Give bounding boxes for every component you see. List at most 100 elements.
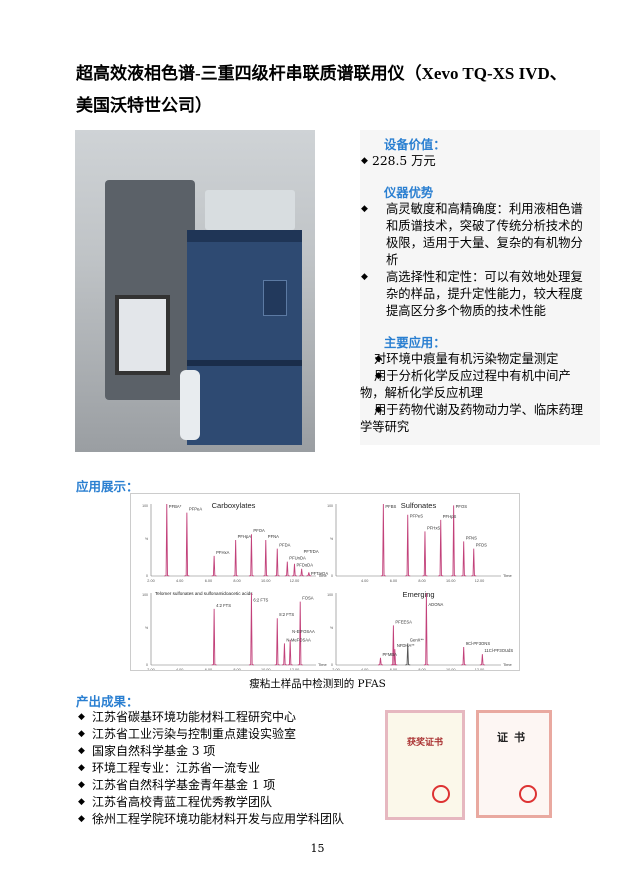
chromatogram-peak bbox=[392, 649, 398, 666]
x-tick-label: 10.00 bbox=[261, 668, 271, 671]
x-tick-label: 6.00 bbox=[205, 579, 212, 583]
chart-caption: 瘦粘土样品中检测到的 PFAS bbox=[249, 678, 386, 690]
peak-label: PFDS bbox=[476, 543, 487, 548]
peak-label: PFPeA bbox=[189, 507, 202, 512]
x-tick-label: 12.00 bbox=[290, 668, 300, 671]
instrument-photo bbox=[75, 130, 315, 452]
x-tick-label: 8.00 bbox=[233, 579, 240, 583]
chromatogram-peak bbox=[423, 592, 430, 666]
peak-label: GenX** bbox=[410, 637, 424, 642]
certificate-title: 获奖证书 bbox=[406, 738, 443, 748]
y-axis-label: % bbox=[145, 537, 148, 541]
x-tick-label: 4.00 bbox=[176, 668, 183, 671]
chromatogram-peak bbox=[287, 639, 293, 666]
info-box: 设备价值： 228.5 万元 仪器优势 高灵敏度和高精确度：利用液相色谱和质谱技… bbox=[360, 130, 600, 445]
chromatogram-peak bbox=[274, 618, 280, 666]
peak-label: PFHpA bbox=[238, 534, 252, 539]
peak-label: PFNS bbox=[466, 535, 477, 540]
peak-label: PFTrDA bbox=[304, 549, 319, 554]
peak-label: N-MeFOSAA bbox=[286, 637, 311, 642]
peak-label: 6:2 FTS bbox=[253, 598, 268, 603]
advantage-item: 高灵敏度和高精确度：利用液相色谱和质谱技术，突破了传统分析技术的极限，适用于大量… bbox=[360, 201, 590, 269]
peak-label: PFDA bbox=[279, 543, 290, 548]
x-tick-label: 2.00 bbox=[332, 668, 339, 671]
applications-heading: 主要应用： bbox=[384, 335, 446, 350]
peak-label: 11Cl-PF3OUdS bbox=[484, 648, 513, 653]
peak-label: PFEESA bbox=[395, 619, 412, 624]
result-item: 江苏省碳基环境功能材料工程研究中心 bbox=[78, 709, 344, 726]
peak-label: PFTreDA bbox=[311, 571, 329, 576]
result-item: 环境工程专业：江苏省一流专业 bbox=[78, 760, 344, 777]
peak-label: 9Cl-PF3ONS bbox=[466, 641, 491, 646]
chromatogram-peak bbox=[451, 505, 457, 577]
advantages-heading: 仪器优势 bbox=[384, 185, 434, 200]
x-tick-label: 12.00 bbox=[475, 579, 485, 583]
results-list: 江苏省碳基环境功能材料工程研究中心 江苏省工业污染与控制重点建设实验室 国家自然… bbox=[78, 709, 344, 828]
x-axis-label: Time bbox=[503, 573, 513, 578]
peak-label: PFOA bbox=[253, 528, 265, 533]
result-item: 江苏省自然科学基金青年基金 1 项 bbox=[78, 777, 344, 794]
chromatogram-peak bbox=[306, 572, 312, 577]
result-item: 江苏省高校青蓝工程优秀教学团队 bbox=[78, 794, 344, 811]
y-tick-label: 0 bbox=[146, 574, 148, 578]
chromatogram-peak bbox=[380, 503, 386, 577]
chromatogram-peak bbox=[274, 548, 280, 577]
x-tick-label: 8.00 bbox=[418, 668, 425, 671]
x-tick-label: 6.00 bbox=[205, 668, 212, 671]
chromatogram-peak bbox=[438, 519, 444, 577]
value-heading: 设备价值： bbox=[384, 137, 446, 152]
y-tick-label: 100 bbox=[327, 504, 333, 508]
x-tick-label: 6.00 bbox=[390, 579, 397, 583]
x-tick-label: 4.00 bbox=[361, 579, 368, 583]
peak-label: 4:2 FTS bbox=[216, 603, 231, 608]
peak-label: FOSA bbox=[302, 596, 314, 601]
peak-label: PFDoDA bbox=[296, 562, 313, 567]
result-item: 国家自然科学基金 3 项 bbox=[78, 743, 344, 760]
y-tick-label: 0 bbox=[331, 663, 333, 667]
application-item: 用于药物代谢及药物动力学、临床药理学等研究 bbox=[360, 402, 590, 436]
advantage-item: 高选择性和定性：可以有效地处理复杂的样品，提升定性能力，较大程度提高区分多个物质… bbox=[360, 269, 590, 320]
x-tick-label: 2.00 bbox=[147, 668, 154, 671]
chromatogram-peak bbox=[390, 625, 397, 666]
x-tick-label: 6.00 bbox=[390, 668, 397, 671]
peak-label: N-EtFOSAA bbox=[292, 629, 315, 634]
peak-label: PFOS bbox=[456, 504, 468, 509]
chromatogram-peak bbox=[291, 563, 298, 577]
panel-title: Sulfonates bbox=[401, 501, 437, 510]
peak-label: 8:2 FTS bbox=[279, 612, 294, 617]
chromatogram-peak bbox=[164, 503, 170, 577]
x-tick-label: 10.00 bbox=[446, 579, 456, 583]
chromatogram-peak bbox=[405, 514, 411, 577]
y-axis-label: % bbox=[330, 626, 333, 630]
chromatogram-peak bbox=[471, 548, 477, 577]
x-tick-label: 12.00 bbox=[290, 579, 300, 583]
peak-label: PFUnDA bbox=[289, 556, 306, 561]
result-item: 徐州工程学院环境功能材料开发与应用学科团队 bbox=[78, 811, 344, 828]
peak-label: PFMBA bbox=[382, 652, 397, 657]
value-text: 228.5 万元 bbox=[360, 153, 600, 170]
chromatogram-peak bbox=[299, 568, 305, 577]
y-tick-label: 100 bbox=[142, 504, 148, 508]
panel-title: Emerging bbox=[402, 590, 434, 599]
pfas-chromatograms: 100 0% Time 2.00 4.00 6.00 8.00 10.00 12.00 Carbo… bbox=[130, 493, 520, 671]
peak-label: PFNA bbox=[268, 534, 279, 539]
chromatogram-peak bbox=[422, 531, 428, 577]
chromatogram-peak bbox=[461, 541, 467, 577]
results-heading: 产出成果： bbox=[76, 694, 139, 709]
application-item: 用于分析化学反应过程中有机中间产物，解析化学反应机理 bbox=[360, 368, 590, 402]
peak-label: PFHpS bbox=[443, 514, 457, 519]
x-axis-label: Time bbox=[318, 573, 328, 578]
chromatogram-peak bbox=[248, 592, 255, 666]
y-tick-label: 100 bbox=[327, 593, 333, 597]
y-tick-label: 0 bbox=[146, 663, 148, 667]
chromatogram-peak bbox=[211, 555, 217, 577]
chromatogram-peak bbox=[405, 643, 411, 666]
chromatogram-peak bbox=[184, 512, 190, 577]
showcase-heading: 应用展示： bbox=[76, 479, 139, 494]
award-certificate-image: 获奖证书 bbox=[385, 710, 465, 820]
x-axis-label: Time bbox=[503, 662, 513, 667]
peak-label: PFHxS bbox=[427, 525, 440, 530]
peak-label: ADONA bbox=[428, 602, 443, 607]
chromatogram-peak bbox=[479, 654, 485, 666]
panel-title: Carboxylates bbox=[212, 501, 256, 510]
